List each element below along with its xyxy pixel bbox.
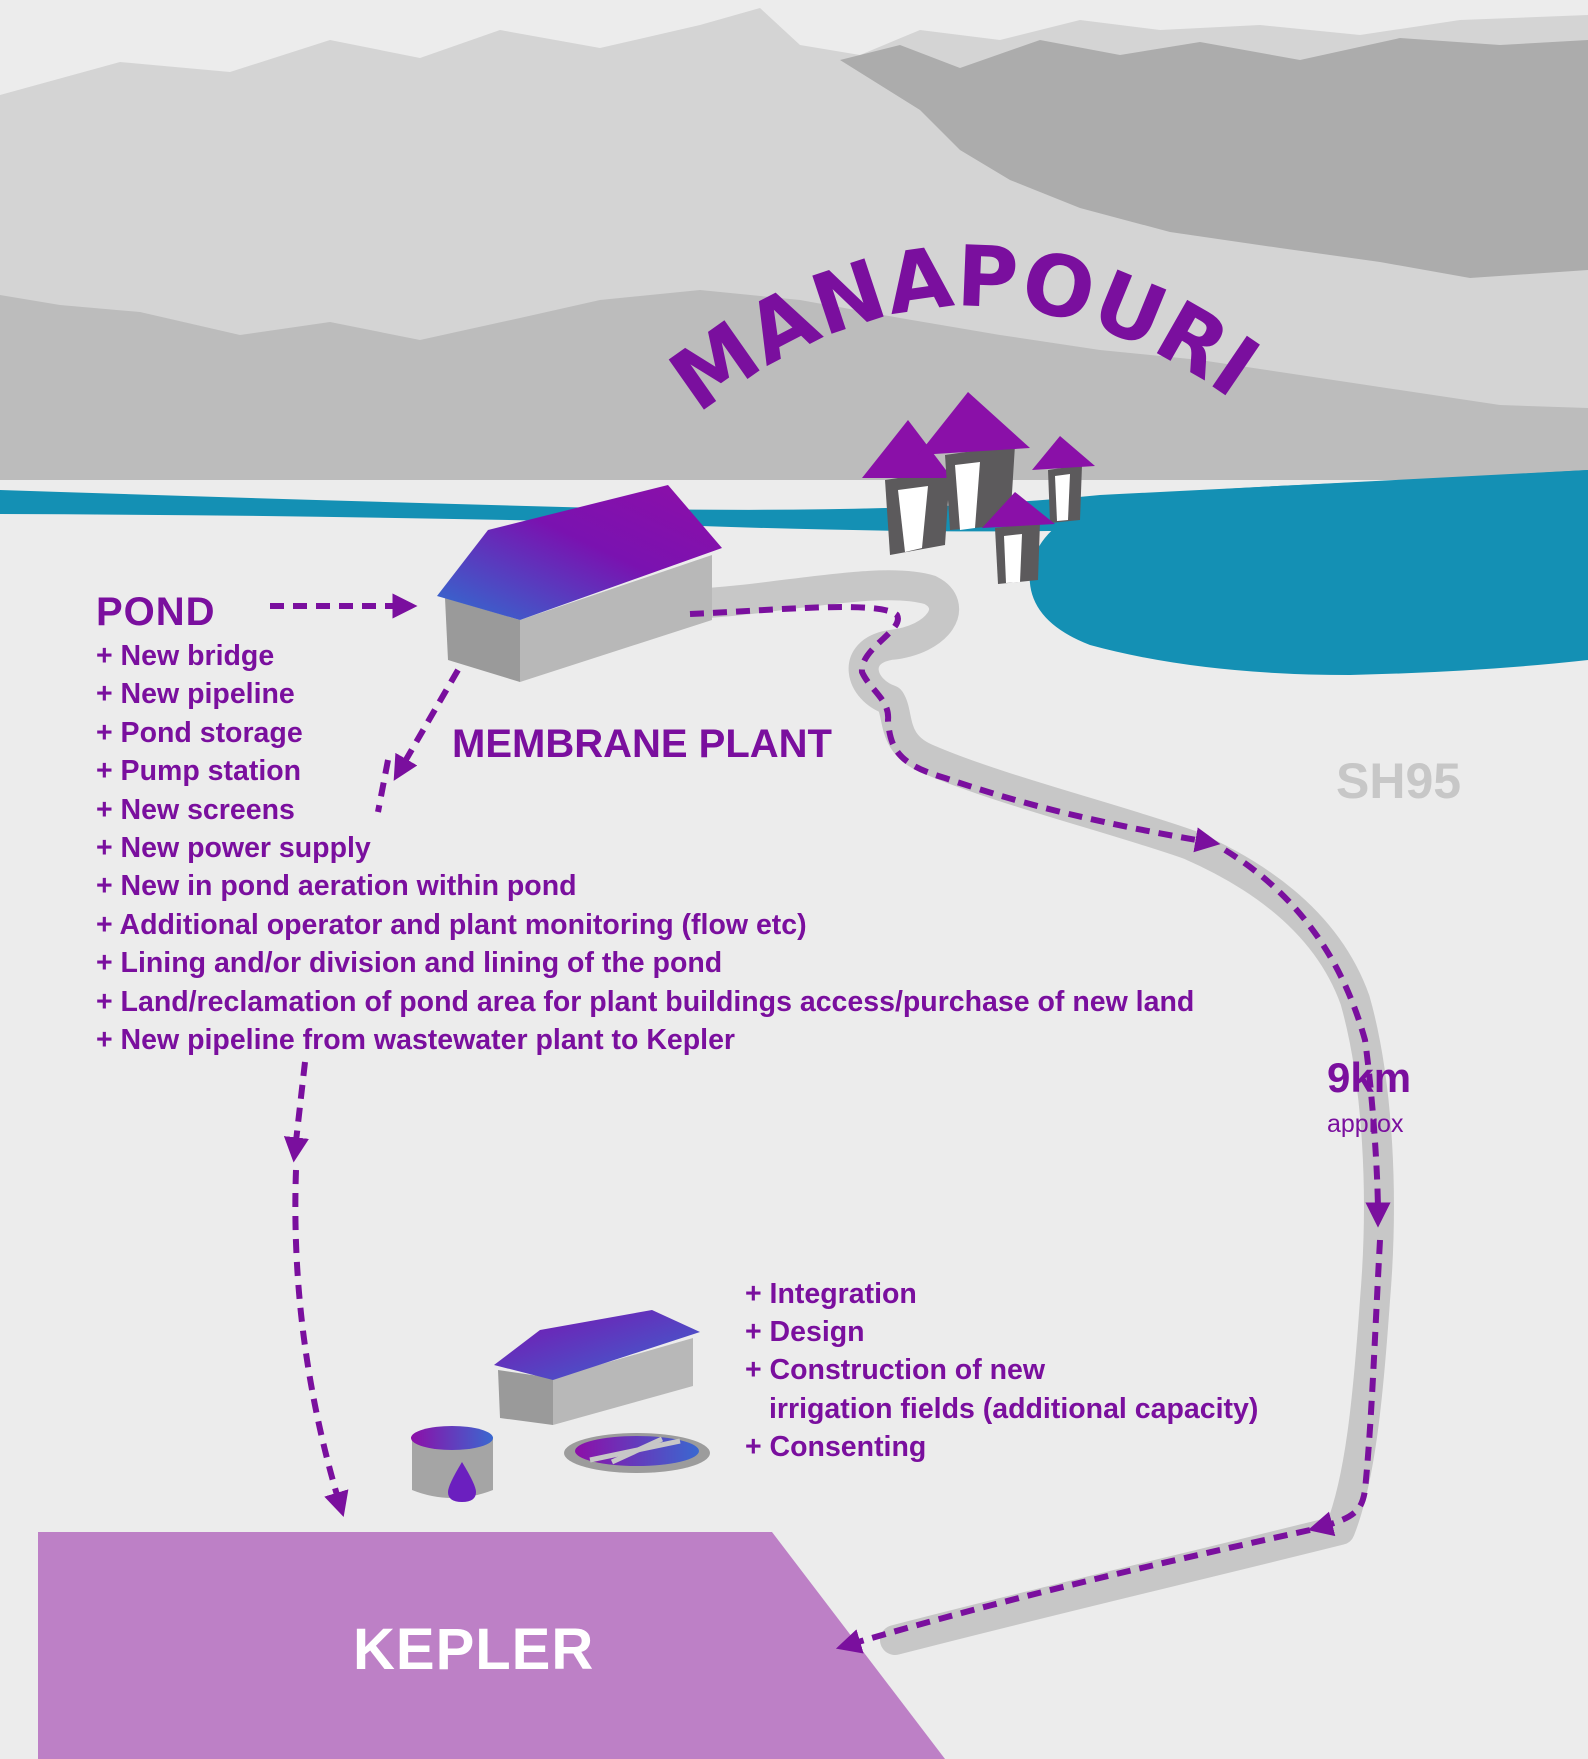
distance-qualifier: approx xyxy=(1327,1110,1404,1138)
kepler-treatment-building-icon xyxy=(494,1310,700,1425)
list-item: + Lining and/or division and lining of t… xyxy=(96,947,723,980)
list-item: + Construction of new xyxy=(745,1354,1046,1387)
arrow-road-to-kepler xyxy=(1307,1239,1383,1537)
list-item: + New screens xyxy=(96,793,295,826)
membrane-plant-building-icon xyxy=(437,485,722,682)
list-item: + Integration xyxy=(745,1278,917,1310)
pond-title: POND xyxy=(96,590,216,634)
list-item: + New in pond aeration within pond xyxy=(96,870,577,903)
list-item: irrigation fields (additional capacity) xyxy=(769,1392,1259,1425)
distance-value: 9km xyxy=(1327,1054,1412,1101)
list-item: + Design xyxy=(745,1316,865,1349)
kepler-area xyxy=(38,1532,945,1759)
kepler-label: KEPLER xyxy=(353,1617,595,1682)
mountain-mid xyxy=(0,290,1588,480)
list-item: + New power supply xyxy=(96,832,371,865)
arrow-plant-to-pond xyxy=(393,668,461,781)
list-item: + New bridge xyxy=(96,640,275,672)
tank-icon xyxy=(411,1426,493,1502)
kepler-work-list: + Integration + Design + Construction of… xyxy=(745,1275,1258,1466)
arrow-pond-to-kepler xyxy=(283,1061,309,1163)
list-item: + Land/reclamation of pond area for plan… xyxy=(96,985,1195,1018)
list-item: + New pipeline from wastewater plant to … xyxy=(96,1024,736,1057)
manapouri-houses-icon xyxy=(862,392,1095,584)
membrane-plant-title: MEMBRANE PLANT xyxy=(452,722,832,766)
arrow-plant-along-road xyxy=(689,604,1221,853)
arrow-kepler-entry xyxy=(835,1527,1311,1654)
lake-bay xyxy=(1029,470,1588,675)
arrow-pond-to-kepler-lower xyxy=(292,1169,349,1518)
arrow-list-connector xyxy=(375,759,391,813)
mountain-right xyxy=(840,38,1588,278)
list-item: + Pump station xyxy=(96,755,302,788)
list-item: + Pond storage xyxy=(96,716,303,749)
list-item: + Consenting xyxy=(745,1430,927,1463)
pond-work-list: + New bridge + New pipeline + Pond stora… xyxy=(96,637,1194,1059)
list-item: + Additional operator and plant monitori… xyxy=(96,908,807,941)
list-item: + New pipeline xyxy=(96,678,295,711)
arrow-road-down xyxy=(1223,847,1391,1228)
flow-arrows xyxy=(270,593,1391,1654)
clarifier-icon xyxy=(564,1433,710,1473)
road-label: SH95 xyxy=(1336,753,1462,809)
